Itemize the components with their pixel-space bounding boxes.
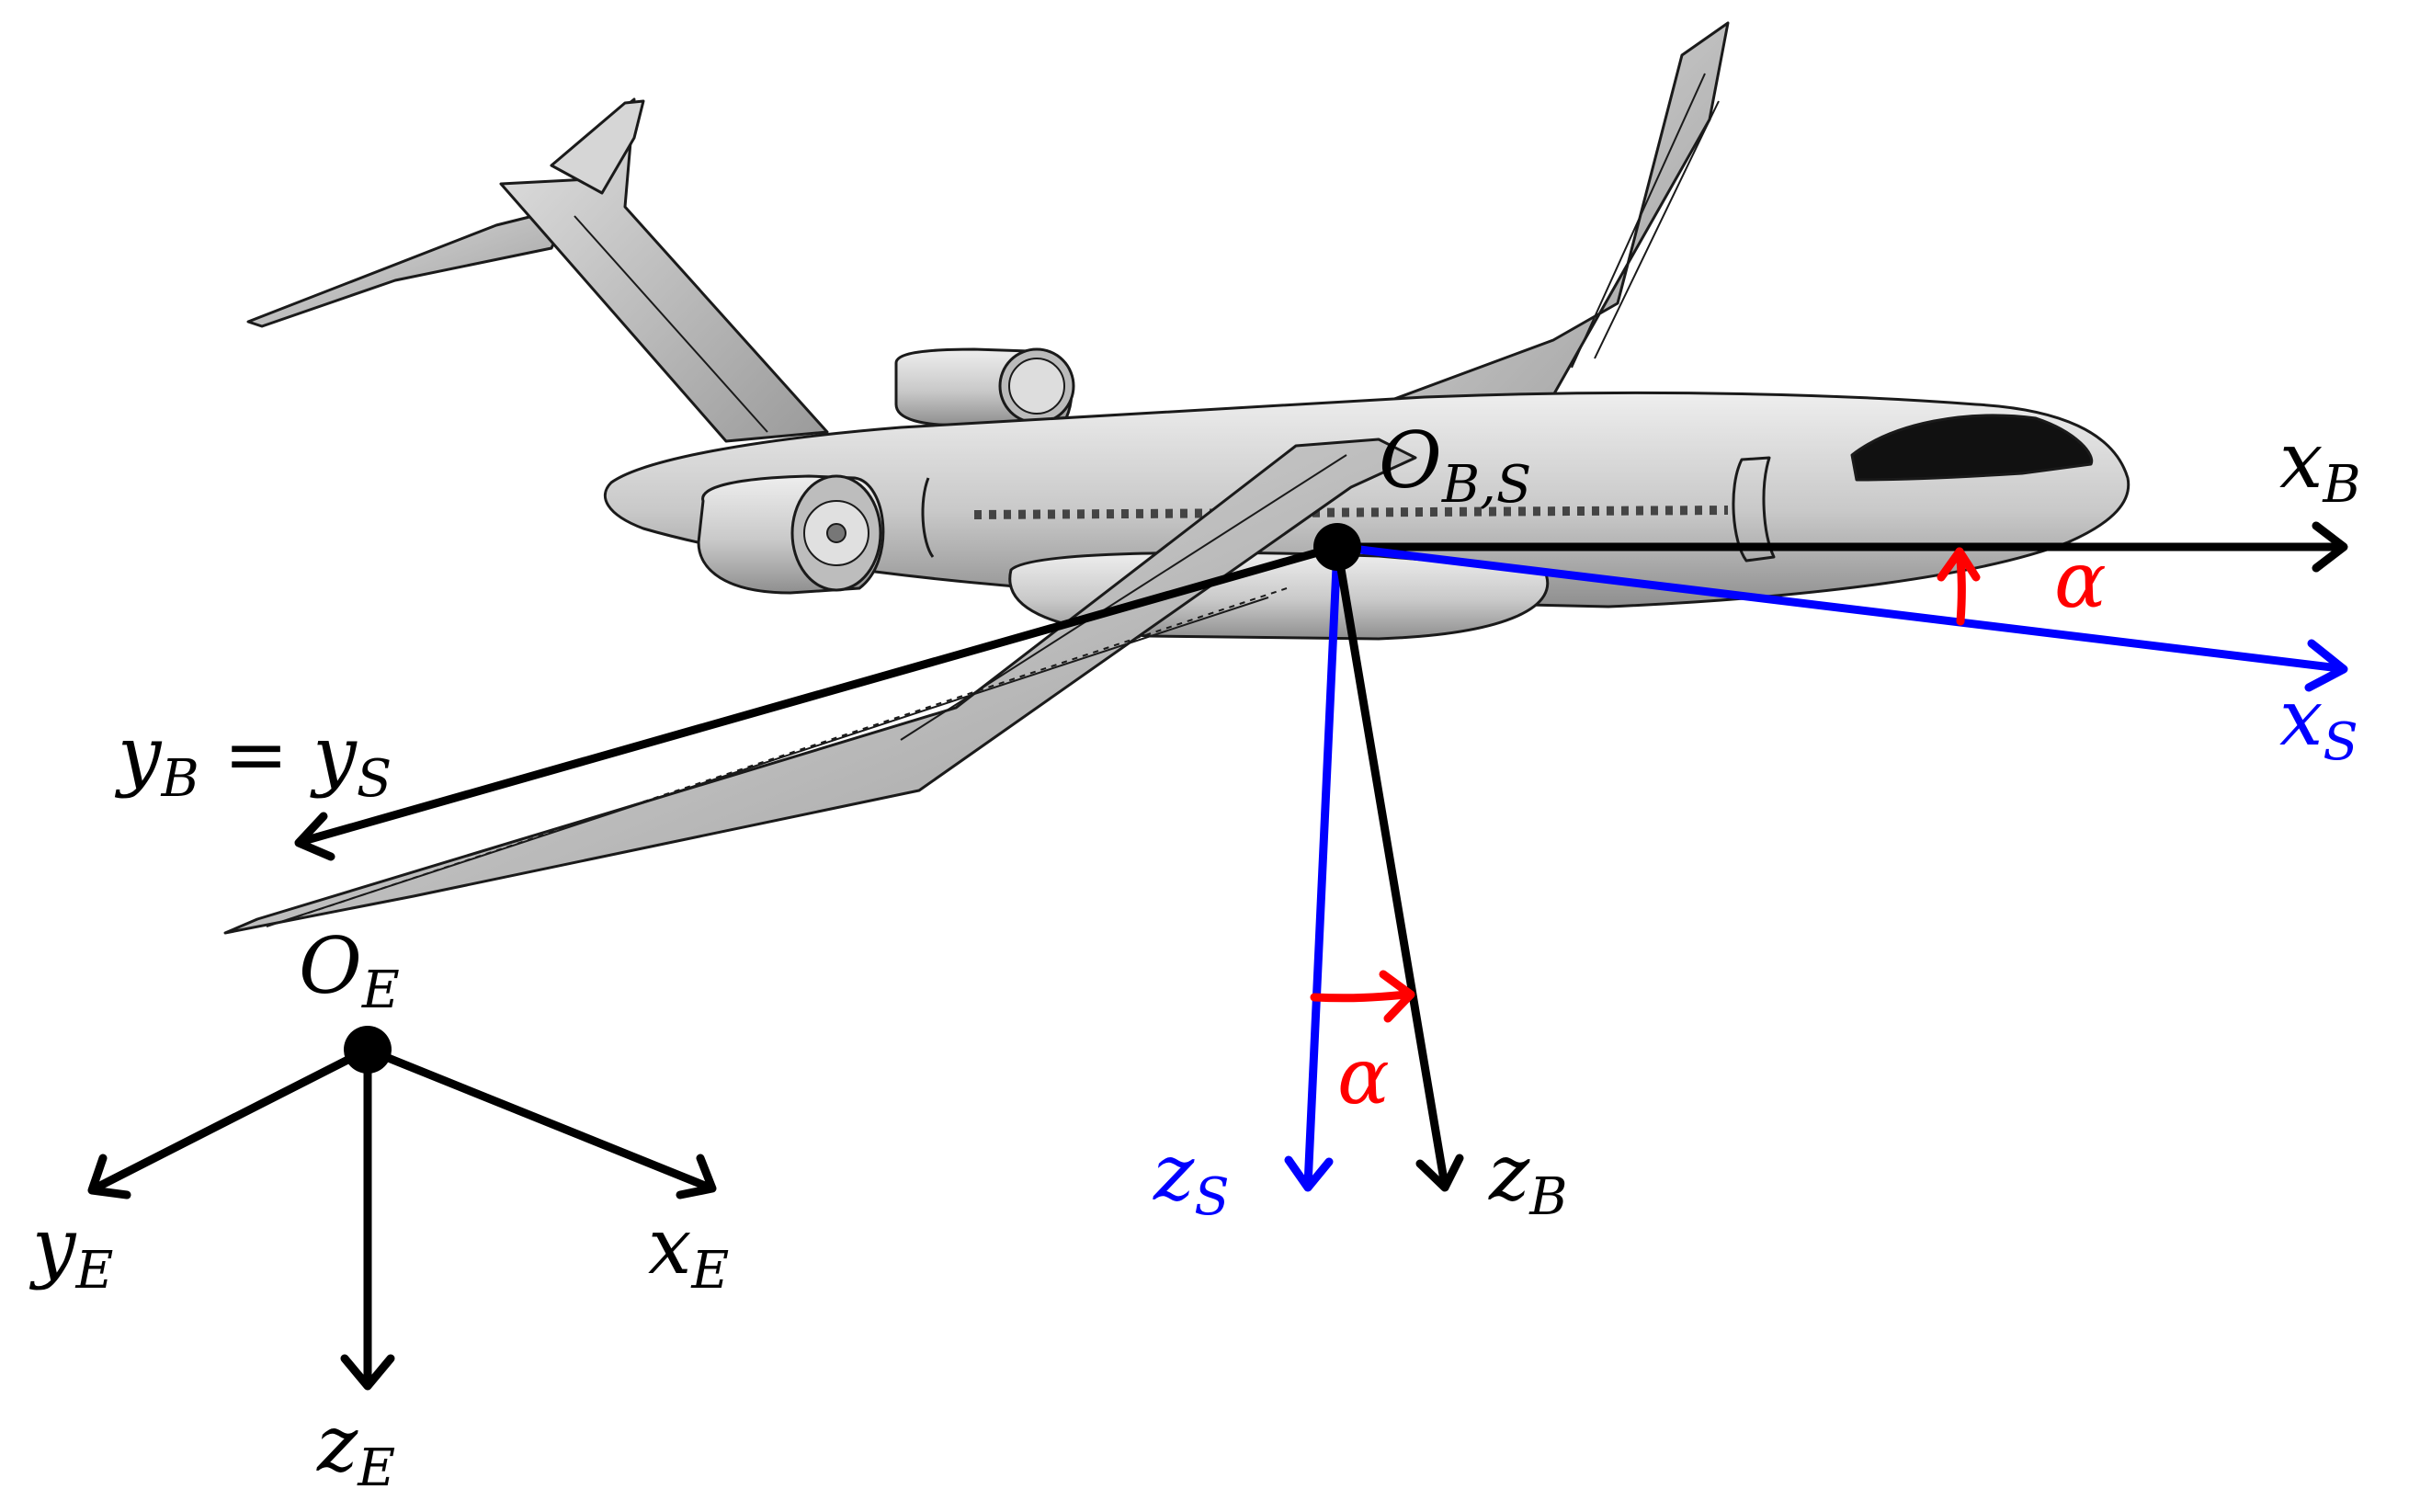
y-body-arrowhead <box>294 812 335 861</box>
z-stability-axis <box>1303 542 1342 1190</box>
body-stability-frame <box>294 521 2348 1192</box>
aircraft-near-wing <box>223 438 1417 935</box>
y-earth-axis <box>92 1045 372 1192</box>
z-stability-arrowhead <box>1284 1155 1334 1192</box>
body-origin-point <box>1313 523 1361 571</box>
z-body-label: zB <box>1488 1128 1567 1227</box>
x-stability-label: xS <box>2279 673 2358 772</box>
y-body-eq-stability-label: yB = yS <box>114 710 392 809</box>
aircraft-engine-rear <box>894 347 1075 427</box>
z-earth-label: zE <box>316 1399 395 1498</box>
alpha-arrowhead-upper <box>1937 547 1981 582</box>
aircraft-engine-front <box>697 474 885 595</box>
alpha-label-lower: α <box>1337 1031 1390 1121</box>
x-body-arrowhead <box>2312 521 2348 573</box>
z-body-axis <box>1333 542 1449 1190</box>
z-earth-arrowhead <box>340 1354 395 1391</box>
x-earth-arrowhead <box>676 1154 717 1199</box>
aircraft-tail <box>246 97 829 443</box>
earth-origin-label: OE <box>299 921 400 1020</box>
aircraft-icon <box>223 21 2130 935</box>
y-earth-label: yE <box>28 1201 113 1301</box>
x-earth-axis <box>363 1045 714 1192</box>
earth-origin-point <box>344 1026 392 1074</box>
y-earth-arrowhead <box>87 1154 131 1199</box>
z-stability-label: zS <box>1153 1128 1230 1227</box>
earth-frame <box>87 1026 717 1391</box>
y-body-axis <box>299 542 1342 846</box>
alpha-arrowhead-lower <box>1379 970 1415 1023</box>
labels: OB,S xB xS α yB = yS α zS zB OE yE xE <box>28 415 2361 1498</box>
z-body-arrowhead <box>1415 1154 1464 1192</box>
x-stability-arrowhead <box>2304 639 2348 692</box>
alpha-label-upper: α <box>2054 535 2107 625</box>
alpha-arc-lower <box>1310 990 1411 1003</box>
body-origin-label: OB,S <box>1379 415 1531 515</box>
x-earth-label: xE <box>648 1201 729 1301</box>
x-body-label: xB <box>2279 415 2361 515</box>
x-stability-axis <box>1333 542 2344 673</box>
